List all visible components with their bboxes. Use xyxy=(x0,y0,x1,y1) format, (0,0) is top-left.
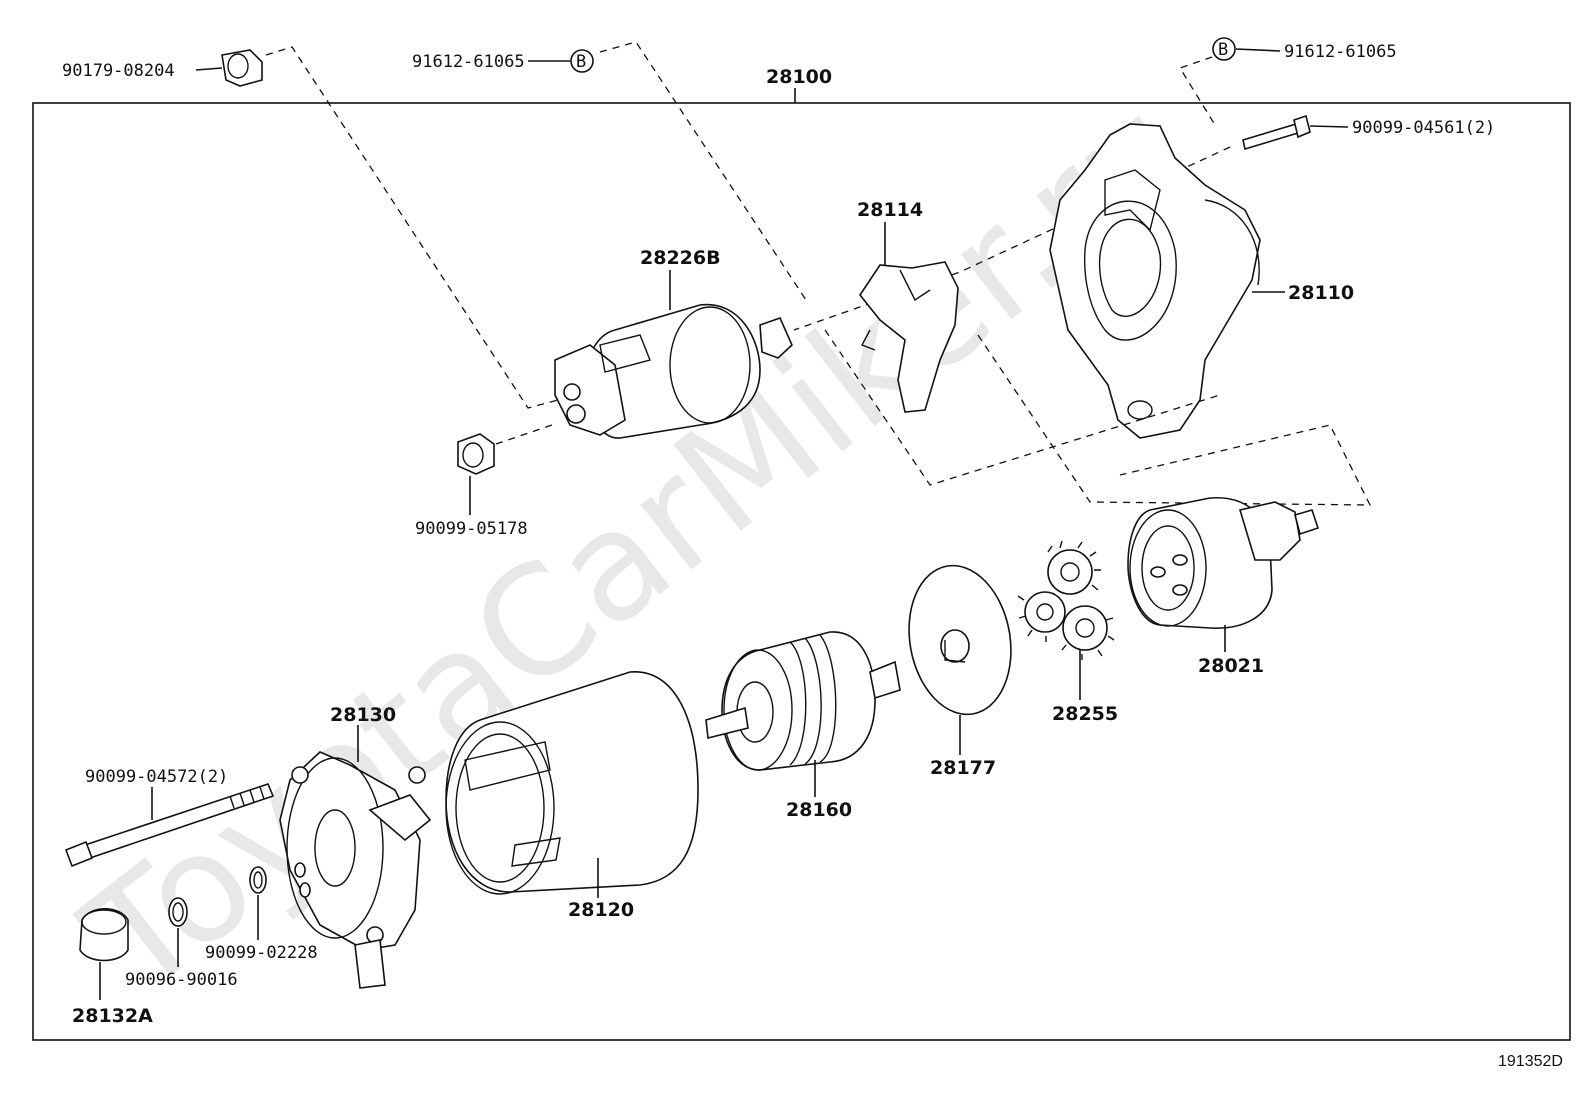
washer-90099-02228[interactable] xyxy=(249,866,267,894)
housing-28110[interactable] xyxy=(1049,123,1261,439)
assembly-frame xyxy=(32,102,1571,1041)
armature-28160[interactable] xyxy=(705,631,901,771)
label-28130[interactable]: 28130 xyxy=(330,704,396,726)
label-90099-04572[interactable]: 90099-04572(2) xyxy=(85,767,228,787)
end-frame-28130[interactable] xyxy=(279,751,432,989)
cap-28132A[interactable] xyxy=(79,907,129,962)
gears-28255[interactable] xyxy=(1017,540,1115,660)
label-28226B[interactable]: 28226B xyxy=(640,247,721,269)
label-90099-05178[interactable]: 90099-05178 xyxy=(415,519,528,539)
label-28021[interactable]: 28021 xyxy=(1198,655,1264,677)
long-bolt-90099-04572[interactable] xyxy=(64,783,275,868)
label-28255[interactable]: 28255 xyxy=(1052,703,1118,725)
drive-28021[interactable] xyxy=(1127,497,1320,629)
lever-28114[interactable] xyxy=(859,261,959,413)
ring-90096-90016[interactable] xyxy=(168,897,188,927)
yoke-28120[interactable] xyxy=(445,671,699,895)
nut-90179-08204[interactable] xyxy=(221,49,263,87)
label-28120[interactable]: 28120 xyxy=(568,899,634,921)
nut-90099-05178[interactable] xyxy=(457,433,495,475)
label-90099-02228[interactable]: 90099-02228 xyxy=(205,943,318,963)
label-91612-61065-b[interactable]: 91612-61065 xyxy=(1284,42,1397,62)
label-90099-04561[interactable]: 90099-04561(2) xyxy=(1352,118,1495,138)
label-28110[interactable]: 28110 xyxy=(1288,282,1354,304)
label-28114[interactable]: 28114 xyxy=(857,199,923,221)
bolt-90099-04561[interactable] xyxy=(1242,114,1311,151)
label-90179-08204[interactable]: 90179-08204 xyxy=(62,61,175,81)
solenoid-28226B[interactable] xyxy=(554,303,793,439)
label-28100[interactable]: 28100 xyxy=(766,66,832,88)
label-28160[interactable]: 28160 xyxy=(786,799,852,821)
label-91612-61065-a[interactable]: 91612-61065 xyxy=(412,52,525,72)
marker-b-a: B xyxy=(576,52,586,72)
diagram-code: 191352D xyxy=(1498,1053,1563,1070)
plate-28177[interactable] xyxy=(898,557,1023,722)
marker-b-b: B xyxy=(1218,40,1228,60)
label-90096-90016[interactable]: 90096-90016 xyxy=(125,970,238,990)
label-28132A[interactable]: 28132A xyxy=(72,1005,153,1027)
label-28177[interactable]: 28177 xyxy=(930,757,996,779)
